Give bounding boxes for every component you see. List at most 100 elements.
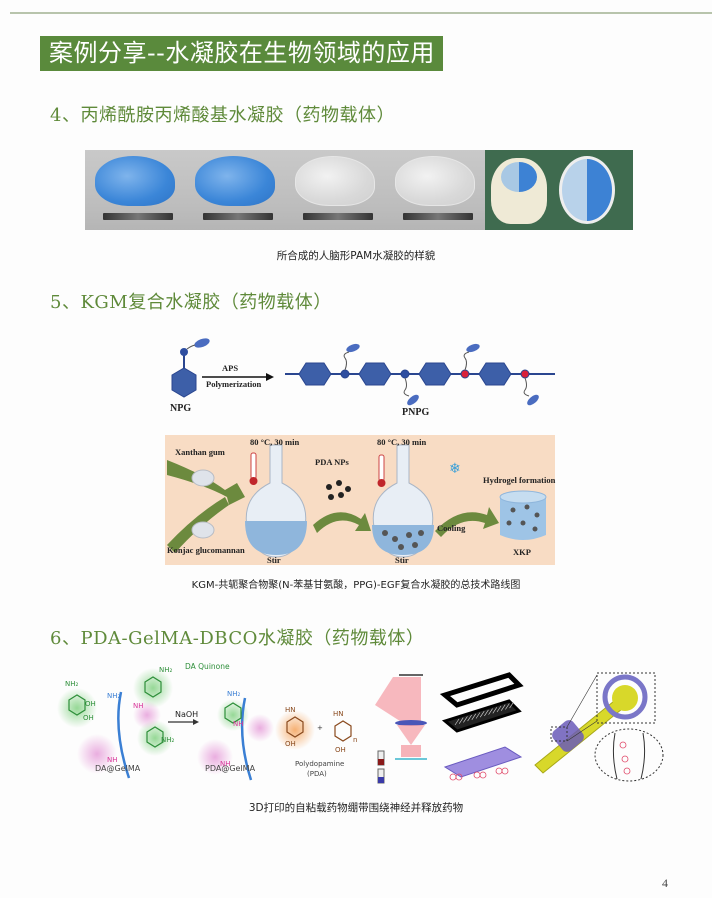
chain-node xyxy=(520,369,530,379)
reaction-arrow xyxy=(266,373,274,381)
section-title-5: 5、KGM复合水凝胶（药物载体） xyxy=(50,292,332,313)
label-oh: OH xyxy=(83,714,94,722)
zoom-inset-box xyxy=(596,672,656,724)
label-xanthan-gum: Xanthan gum xyxy=(175,447,225,457)
pda-ring xyxy=(334,720,352,742)
green-arrow-2 xyxy=(313,512,371,533)
brain-hydrogel-photo-strip xyxy=(85,150,633,230)
label-step2-stir: Stir xyxy=(395,555,409,565)
polymer-label: PNPG xyxy=(402,407,430,418)
label-nh2: NH₂ xyxy=(161,736,175,744)
label-oh: OH xyxy=(285,740,296,748)
ruler xyxy=(103,213,173,220)
ruler xyxy=(303,213,373,220)
label-nh: NH xyxy=(220,760,231,768)
bandage-wrap xyxy=(552,720,584,752)
gelma-backbone xyxy=(117,691,131,779)
figure-caption-6: 3D打印的自粘载药物绷带围绕神经并释放药物 xyxy=(248,802,464,814)
photomask-grating xyxy=(441,699,522,733)
printing-diagram xyxy=(375,672,664,784)
chemistry-diagram xyxy=(57,668,352,781)
top-divider xyxy=(10,12,712,14)
monomer-label: NPG xyxy=(170,403,192,414)
nerve-cross-section xyxy=(612,685,638,711)
figure-caption-5: KGM-共轭聚合物聚(N-苯基甘氨酸，PPG)-EGF复合水凝胶的总技术路线图 xyxy=(191,580,521,591)
chain-pendant xyxy=(527,394,539,406)
label-hydrogel-formation: Hydrogel formation xyxy=(483,475,556,485)
photo-skull-hydrogel xyxy=(485,150,553,230)
monomer-pendant xyxy=(194,338,210,348)
chain-pendant xyxy=(346,343,360,353)
section-title-4: 4、丙烯酰胺丙烯酸基水凝胶（药物载体） xyxy=(50,105,395,126)
clear-brain-hydrogel xyxy=(295,156,375,206)
monomer-node xyxy=(180,348,188,356)
page-banner-title: 案例分享--水凝胶在生物领域的应用 xyxy=(40,36,443,71)
polymerization-scheme: APS Polymerization NPG PNPG xyxy=(160,333,560,423)
flask-2-liquid xyxy=(372,525,434,555)
ruler xyxy=(203,213,273,220)
molecular-inset xyxy=(594,728,664,782)
label-step1-condition: 80 °C, 30 min xyxy=(250,437,300,447)
section-title-6: 6、PDA-GelMA-DBCO水凝胶（药物载体） xyxy=(50,628,425,649)
skull-hydrogel-fill xyxy=(501,162,537,192)
chain-node xyxy=(340,369,350,379)
pda-ring xyxy=(286,716,304,738)
label-pda-nps: PDA NPs xyxy=(315,457,349,467)
figure-caption-4: 所合成的人脑形PAM水凝胶的样貌 xyxy=(276,250,436,262)
label-nh2: NH₂ xyxy=(65,680,79,688)
label-xkp: XKP xyxy=(513,547,531,557)
arrow-label-polymerization: Polymerization xyxy=(206,379,262,389)
page-number: 4 xyxy=(662,876,668,890)
chain-pendant xyxy=(407,394,419,406)
clear-brain-hydrogel xyxy=(395,156,475,206)
label-nh: NH xyxy=(133,702,144,710)
label-step1-stir: Stir xyxy=(267,555,281,565)
flask-2-particles xyxy=(382,530,424,550)
chain-node xyxy=(400,369,410,379)
lens xyxy=(395,720,427,726)
polymerization-diagram xyxy=(171,338,555,406)
photo-clear-brain-2 xyxy=(385,150,485,230)
label-pda-gelma: PDA@GelMA xyxy=(205,764,256,773)
konjac-disc xyxy=(191,521,215,539)
photo-skull-top-view xyxy=(553,150,633,230)
thermometer-2 xyxy=(378,454,385,482)
label-step2-condition: 80 °C, 30 min xyxy=(377,437,427,447)
green-arrow-3 xyxy=(435,507,499,537)
label-oh: OH xyxy=(335,746,346,754)
label-nh: NH xyxy=(233,720,244,728)
xanthan-gum-disc xyxy=(191,469,215,487)
label-pda-abbr: (PDA) xyxy=(307,770,327,778)
flask-1-liquid xyxy=(245,521,307,555)
chain-hexagon xyxy=(478,362,512,386)
ruler xyxy=(403,213,473,220)
label-nh2: NH₂ xyxy=(159,666,173,674)
label-nh2: NH₂ xyxy=(107,692,121,700)
label-hn: HN xyxy=(333,710,344,718)
photo-blue-brain-1 xyxy=(85,150,185,230)
reaction-arrow xyxy=(193,719,199,725)
blue-brain-hydrogel xyxy=(95,156,175,206)
label-nh: NH xyxy=(107,756,118,764)
label-oh: OH xyxy=(85,700,96,708)
chain-node xyxy=(460,369,470,379)
chain-hexagon xyxy=(418,362,452,386)
skull-top-hydrogel xyxy=(559,156,615,224)
monomer-hexagon xyxy=(171,367,197,398)
3d-printing-bandage-scheme xyxy=(375,665,665,785)
label-naoh: NaOH xyxy=(175,710,199,719)
drug-rings xyxy=(449,767,509,781)
label-nh2: NH₂ xyxy=(227,690,241,698)
blue-brain-hydrogel xyxy=(195,156,275,206)
label-cooling: Cooling xyxy=(437,523,466,533)
chain-hexagon xyxy=(358,362,392,386)
hydrogel-process-scheme: ❄ Xanthan gum Konjac glucomannan 80 °C, … xyxy=(165,435,555,565)
pda-gelma-chemistry-scheme: NH₂ NH₂ NH₂ NH₂ OH OH NH NH NaOH DA Quin… xyxy=(55,660,365,785)
label-plus: + xyxy=(317,724,323,732)
chain-hexagon xyxy=(298,362,332,386)
label-da-quinone: DA Quinone xyxy=(185,662,230,671)
gelma-backbone xyxy=(240,697,253,781)
pda-nanoparticles xyxy=(326,480,351,500)
arrow-label-aps: APS xyxy=(222,363,239,373)
label-da-gelma: DA@GelMA xyxy=(95,764,141,773)
